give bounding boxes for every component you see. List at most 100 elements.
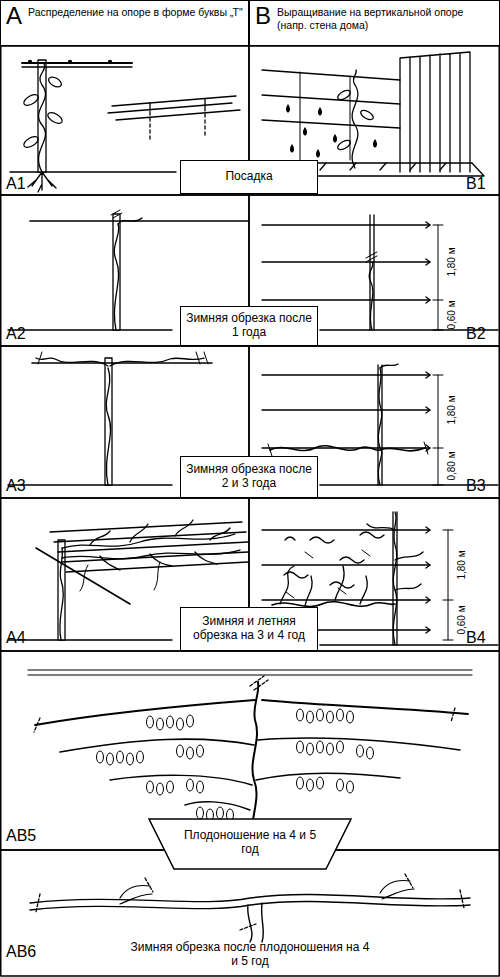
pruned-cordon [36, 874, 464, 930]
fruiting-vine [110, 775, 252, 785]
kiwi-fruit [307, 743, 314, 755]
t-trellis-planting [47, 75, 63, 89]
stage-text: Зимняя обрезка после 1 года [185, 312, 313, 340]
kiwi-fruit [167, 716, 174, 728]
kiwi-fruit [117, 751, 124, 763]
panel-label: B4 [466, 630, 486, 646]
pruned-cordon [380, 881, 414, 900]
t-trellis-year-one [8, 329, 172, 330]
t-trellis-planting [22, 62, 132, 64]
kiwi-fruit [327, 711, 334, 723]
kiwi-fruit [107, 753, 114, 765]
trapezoid-outline [149, 819, 351, 869]
kiwi-fruit [157, 718, 164, 730]
wall-trellis-planting [300, 72, 350, 160]
column-letter: A [6, 4, 22, 28]
fruiting-vine [28, 670, 472, 675]
kiwi-fruit [337, 741, 344, 753]
t-trellis-planting [108, 96, 240, 120]
t-trellis-planting [22, 135, 40, 150]
stage-text: Зимняя обрезка после 2 и 3 года [185, 463, 313, 491]
kiwi-fruit [317, 777, 324, 789]
stage-trapezoid: Плодоношение на 4 и 5 год [148, 818, 352, 870]
t-trellis-planting [10, 171, 176, 172]
kiwi-fruit [357, 745, 364, 757]
panel-label: A2 [6, 326, 26, 342]
t-trellis-year-one [118, 218, 142, 224]
kiwi-fruit [177, 718, 184, 730]
wall-trellis-year-three [286, 550, 370, 598]
t-trellis-year-two [106, 368, 110, 485]
wall-trellis-planting [359, 108, 375, 121]
kiwi-fruit [337, 779, 344, 791]
kiwi-fruit [187, 715, 194, 727]
kiwi-fruit [307, 711, 314, 723]
t-trellis-year-one [113, 214, 120, 330]
kiwi-fruit [297, 741, 304, 753]
kiwi-fruit [297, 709, 304, 721]
wall-trellis-year-three [443, 530, 453, 640]
column-header: AРаспределение на опоре в форме буквы „Т… [0, 0, 249, 46]
stage-box: Зимняя обрезка после 1 года [180, 306, 318, 346]
wall-trellis-planting [336, 88, 352, 101]
wall-trellis-year-two [270, 446, 425, 451]
kiwi-fruit [167, 781, 174, 793]
pruned-cordon [120, 886, 152, 905]
pruned-cordon [248, 903, 264, 942]
wall-trellis-planting [287, 105, 377, 157]
dimension-label: 0,60 м [447, 300, 457, 329]
wall-trellis-year-one [262, 225, 430, 300]
panel-frame [1, 46, 500, 976]
panel-label: AB5 [6, 828, 36, 844]
kiwi-fruit [197, 807, 204, 819]
fruiting-vine [256, 773, 400, 780]
wall-trellis-year-three [280, 566, 367, 606]
wall-trellis-planting [336, 138, 352, 151]
wall-trellis-year-two [426, 372, 430, 451]
wall-trellis-planting [258, 52, 484, 176]
pruned-cordon [30, 874, 470, 942]
kiwi-fruit [97, 751, 104, 763]
wall-trellis-year-two [262, 375, 430, 448]
stage-text: Посадка [225, 170, 272, 184]
wall-trellis-year-three [367, 524, 423, 590]
panel-label: AB6 [6, 944, 36, 960]
t-trellis-year-two [110, 358, 204, 366]
wall-trellis-year-one [366, 252, 377, 262]
fruiting-vine [35, 700, 255, 725]
t-trellis-year-three [80, 562, 160, 591]
kiwi-fruit [297, 777, 304, 789]
kiwi-fruit [137, 751, 144, 763]
pruned-cordon [30, 901, 470, 910]
stage-box: Посадка [180, 160, 318, 194]
column-letter: B [255, 4, 271, 28]
dimension-label: 1,80 м [457, 550, 467, 579]
kiwi-fruit [187, 747, 194, 759]
caption-text: Зимняя обрезка после плодоношения на 4 и… [130, 940, 370, 969]
kiwi-fruit [367, 747, 374, 759]
dimension-label: 1,80 м [447, 247, 457, 276]
t-trellis-planting [150, 99, 205, 111]
fruiting-vine [262, 700, 468, 714]
wall-trellis-planting [400, 52, 470, 172]
wall-trellis-year-one [433, 225, 443, 330]
panel-label: B3 [466, 478, 486, 494]
wall-trellis-year-one [426, 222, 430, 303]
panel-label: B1 [466, 176, 486, 192]
wall-trellis-year-two [378, 368, 381, 485]
t-trellis-year-three [58, 540, 65, 640]
kiwi-fruit [177, 745, 184, 757]
t-trellis-year-one [114, 224, 119, 330]
kiwi-fruit [317, 741, 324, 753]
dimension-label: 0,80 м [447, 451, 457, 480]
kiwi-fruit [127, 753, 134, 765]
t-trellis-year-one [111, 210, 122, 218]
t-trellis-planting [46, 111, 64, 126]
t-trellis-planting [38, 60, 46, 172]
t-trellis-year-two [36, 358, 108, 366]
t-trellis-year-three [8, 639, 172, 640]
wall-trellis-year-two [380, 364, 398, 368]
